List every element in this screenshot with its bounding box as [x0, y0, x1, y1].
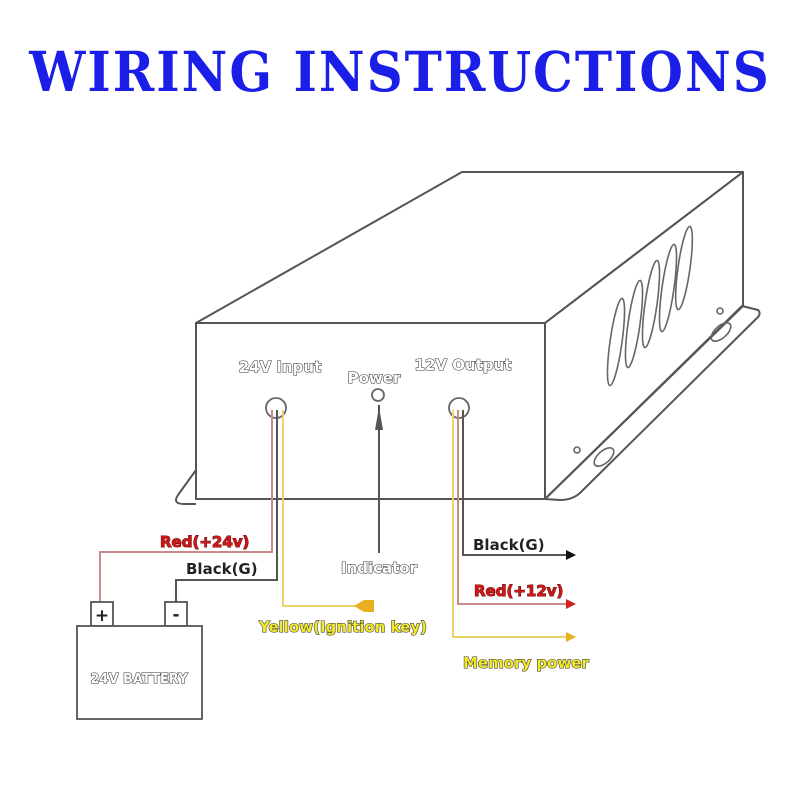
vent-slots — [606, 225, 694, 387]
input-black-label: Black(G) — [186, 560, 258, 578]
vent-slot — [624, 279, 644, 369]
plus-icon: + — [95, 606, 109, 626]
output-black-label: Black(G) — [473, 536, 545, 554]
vent-slot — [641, 259, 661, 349]
battery-label: 24V BATTERY — [90, 672, 188, 687]
battery: + - 24V BATTERY — [76, 601, 203, 720]
yellow-input-arrow — [354, 600, 374, 612]
indicator-label: Indicator — [341, 559, 418, 577]
mounting-slot — [593, 447, 615, 467]
converter-box — [175, 171, 761, 505]
vent-slot — [674, 225, 694, 311]
left-mounting-flange — [175, 469, 197, 505]
power-led-label: Power — [348, 369, 401, 387]
output-yellow-arrow — [566, 632, 576, 642]
indicator-arrow-head — [375, 407, 383, 430]
right-mounting-flange — [544, 305, 761, 501]
input-port-label: 24V Input — [239, 358, 322, 376]
output-red-label: Red(+12v) — [474, 582, 563, 600]
mounting-hole — [573, 446, 581, 454]
input-yellow-label: Yellow(Ignition key) — [258, 618, 427, 636]
box-front-face — [195, 322, 546, 500]
output-red-arrow — [566, 599, 576, 609]
minus-icon: - — [172, 605, 179, 625]
mounting-hole — [716, 307, 724, 315]
input-yellow-wire — [282, 410, 358, 607]
input-red-wire — [99, 410, 273, 602]
output-black-wire — [462, 410, 570, 556]
output-yellow-label: Memory power — [463, 654, 590, 672]
vent-slot — [658, 243, 678, 333]
page-title: WIRING INSTRUCTIONS — [29, 39, 771, 104]
input-red-label: Red(+24v) — [160, 533, 249, 551]
output-black-arrow — [566, 550, 576, 560]
input-black-wire — [175, 410, 278, 602]
mounting-slot — [710, 322, 732, 342]
battery-body — [76, 625, 203, 720]
power-led — [371, 388, 385, 402]
output-yellow-wire — [452, 410, 568, 638]
vent-slot — [606, 297, 626, 387]
output-red-wire — [457, 410, 568, 605]
output-port-label: 12V Output — [415, 356, 512, 374]
